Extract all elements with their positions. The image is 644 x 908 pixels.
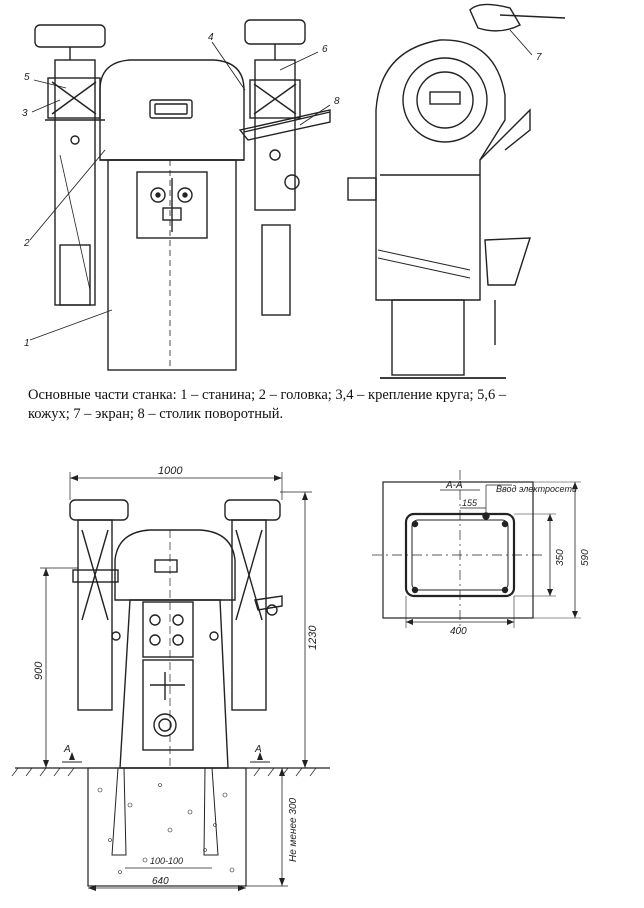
right-guard	[224, 499, 281, 521]
callout-7: 7	[536, 52, 542, 63]
door-panel	[142, 659, 194, 751]
section-outline	[382, 481, 534, 619]
concrete-fill	[97, 783, 235, 874]
section-title: А-А	[445, 480, 463, 491]
motor-nameplate	[149, 99, 193, 119]
callout-4: 4	[208, 32, 214, 43]
callout-5: 5	[24, 72, 30, 83]
dim-350: 350	[555, 549, 566, 566]
side-screen	[469, 3, 521, 32]
dim-590: 590	[580, 549, 591, 566]
callout-1: 1	[24, 338, 30, 349]
top-front-view	[29, 3, 566, 379]
callout-6: 6	[322, 44, 328, 55]
control-plate	[142, 601, 194, 658]
side-motor-box	[347, 177, 377, 201]
section-mark-left: А	[63, 744, 71, 755]
dim-base-width: 640	[152, 876, 169, 887]
figure-caption: Основные части станка: 1 – станина; 2 – …	[28, 387, 507, 422]
side-view-body	[375, 39, 506, 301]
pedestal-lower	[119, 599, 229, 769]
cable-port	[153, 713, 177, 737]
dim-height-spindle: 900	[33, 661, 45, 680]
control-panel	[136, 171, 208, 239]
side-pedestal	[391, 299, 465, 376]
right-guard-top	[244, 19, 306, 45]
side-tray	[484, 237, 531, 286]
section-mark-right: А	[254, 744, 262, 755]
motor-housing	[99, 59, 245, 161]
side-screen-arm	[479, 108, 531, 161]
dim-155: 155	[462, 498, 478, 508]
left-head-lower	[59, 244, 91, 306]
dim-base-spacing: 100-100	[150, 856, 183, 866]
dim-height-total: 1230	[307, 625, 319, 650]
right-head	[254, 59, 296, 211]
left-wheel-mount	[47, 77, 101, 119]
right-column	[231, 519, 267, 711]
dim-depth: Не менее 300	[288, 797, 299, 862]
callout-3: 3	[22, 108, 28, 119]
side-wheel-guard	[402, 57, 488, 143]
dim-width: 1000	[158, 465, 183, 477]
section-view	[372, 470, 581, 630]
left-guard-top	[34, 24, 106, 48]
dimensioned-front-view	[11, 472, 330, 891]
swivel-table	[238, 109, 331, 141]
dim-400: 400	[450, 626, 467, 637]
power-input-label: Ввод электросети	[496, 484, 577, 494]
right-head-lower	[261, 224, 291, 316]
right-wheel-mount	[249, 79, 301, 119]
callout-2: 2	[23, 238, 30, 249]
left-guard	[69, 499, 129, 521]
motor-housing-lower	[114, 529, 236, 601]
left-column	[77, 519, 113, 711]
callout-8: 8	[334, 96, 340, 107]
